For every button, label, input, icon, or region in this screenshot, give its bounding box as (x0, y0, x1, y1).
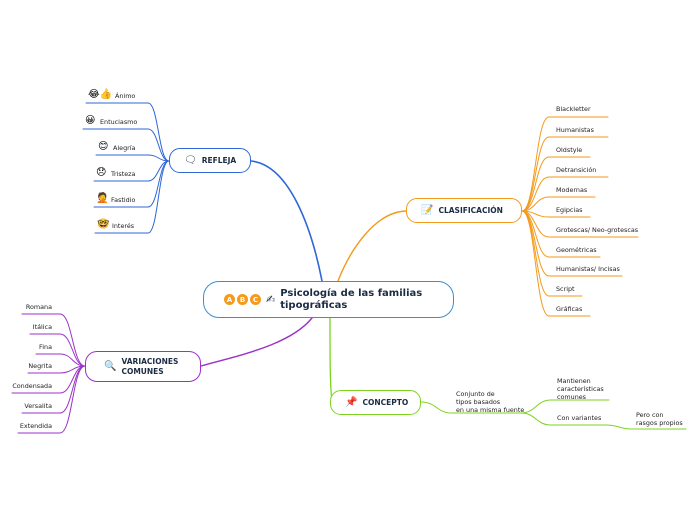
leaf-egipcias[interactable]: Egipcias (556, 206, 583, 214)
edge-clasificacion-leaf-4 (521, 196, 550, 212)
edge-definicion-variantes (520, 412, 552, 426)
magnifier-icon: 🔍 (104, 361, 117, 372)
leaf-detransicion[interactable]: Detransición (556, 166, 597, 174)
leaf-extendida[interactable]: Extendida (19, 422, 52, 430)
edge-clasificacion-leaf-7 (521, 210, 550, 258)
edge-central-variaciones (200, 317, 313, 367)
edge-clasificacion-leaf-0 (521, 116, 550, 212)
edge-variaciones-leaf-1 (59, 333, 86, 367)
laughing-face-icon: 😂👍 (88, 89, 113, 100)
edge-concepto-definicion (420, 401, 453, 414)
leaf-humanistas[interactable]: Humanistas (556, 126, 594, 134)
connector-lines (11, 102, 687, 434)
leaf-grotescas[interactable]: Grotescas/ Neo-grotescas (556, 226, 639, 234)
edge-central-clasificacion (337, 210, 407, 282)
grinning-face-icon: 😀 (85, 115, 96, 126)
leaf-script[interactable]: Script (556, 285, 575, 293)
topic-clasificacion[interactable]: 📝 CLASIFICACIÓN (406, 198, 522, 223)
leaf-tristeza[interactable]: Tristeza (111, 170, 136, 178)
leaf-italica[interactable]: Itálica (32, 323, 52, 331)
leaf-oldstyle[interactable]: Oldstyle (556, 146, 583, 154)
topic-concepto[interactable]: 📌 CONCEPTO (330, 390, 421, 415)
abc-badges: A B C (224, 294, 263, 305)
edge-variaciones-leaf-0 (59, 313, 86, 367)
leaf-versalita[interactable]: Versalita (24, 402, 52, 410)
leaf-animo[interactable]: Ánimo (115, 92, 136, 100)
topic-refleja[interactable]: 🗨 REFLEJA (169, 148, 251, 173)
leaf-fina[interactable]: Fina (39, 343, 52, 351)
badge-a: A (224, 294, 235, 305)
leaf-romana[interactable]: Romana (25, 303, 52, 311)
nerd-face-icon: 🤓 (97, 219, 110, 230)
edge-clasificacion-leaf-3 (521, 176, 550, 212)
leaf-graficas[interactable]: Gráficas (556, 305, 583, 313)
pushpin-icon: 📌 (345, 397, 358, 408)
memo-icon: 📝 (421, 205, 434, 216)
edge-refleja-leaf-1 (147, 128, 170, 162)
edge-clasificacion-leaf-2 (521, 156, 550, 212)
facepalm-icon: 🤦 (96, 193, 109, 204)
edge-central-concepto (329, 317, 333, 403)
leaf-entuciasmo[interactable]: Entuciasmo (100, 118, 138, 126)
leaf-condensada[interactable]: Condensada (12, 382, 52, 390)
edge-variantes-rasgos (605, 424, 633, 430)
edge-variaciones-leaf-6 (59, 365, 86, 434)
edge-clasificacion-leaf-1 (521, 136, 550, 212)
leaf-alegria[interactable]: Alegría (113, 144, 136, 152)
sad-face-icon: 😞 (96, 167, 107, 178)
leaf-interes[interactable]: Interés (112, 222, 135, 230)
edge-refleja-leaf-5 (147, 160, 170, 234)
edge-refleja-leaf-2 (147, 154, 170, 162)
smiling-face-icon: 😊 (98, 141, 109, 152)
edge-variaciones-leaf-2 (59, 353, 86, 367)
badge-c: C (250, 294, 261, 305)
edge-refleja-leaf-0 (147, 102, 170, 162)
leaf-blackletter[interactable]: Blackletter (556, 105, 591, 113)
leaf-humanistas-incisas[interactable]: Humanistas/ Incisas (556, 265, 620, 273)
leaf-fastidio[interactable]: Fastidio (111, 196, 136, 204)
leaf-modernas[interactable]: Modernas (556, 186, 588, 194)
edge-central-refleja (250, 160, 323, 282)
writing-hand-icon: ✍ (266, 293, 276, 306)
leaf-con-variantes[interactable]: Con variantes (557, 414, 602, 422)
edge-definicion-mantienen (520, 399, 552, 414)
leaf-geometricas[interactable]: Geométricas (556, 246, 597, 254)
leaf-negrita[interactable]: Negrita (28, 362, 52, 370)
speech-bubble-icon: 🗨 (184, 155, 197, 166)
badge-b: B (237, 294, 248, 305)
edge-clasificacion-leaf-10 (521, 210, 550, 317)
